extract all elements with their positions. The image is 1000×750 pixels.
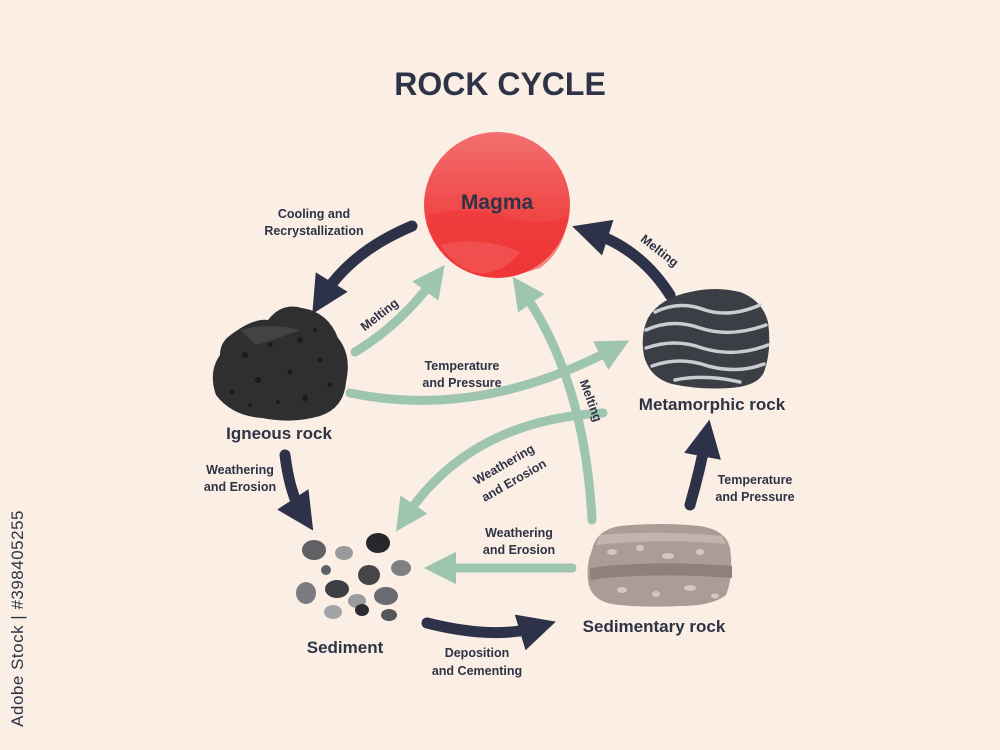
temp-pressure-sed-line2: and Pressure xyxy=(715,490,794,504)
light-arrows xyxy=(345,265,630,585)
page-title: ROCK CYCLE xyxy=(394,66,606,102)
arrow-sedimentary-to-metamorphic xyxy=(684,419,721,511)
arrow-metamorphic-to-magma xyxy=(572,219,676,301)
temp-pressure-sed-line1: Temperature xyxy=(718,473,793,487)
temp-pressure-igneous-line2: and Pressure xyxy=(422,376,501,390)
sediment-pebbles xyxy=(296,533,411,621)
sedimentary-layer-1 xyxy=(590,563,732,580)
stock-watermark: Adobe Stock | #398405255 xyxy=(8,510,27,727)
magma-node: Magma xyxy=(424,132,570,278)
deposition-line1: Deposition xyxy=(445,646,510,660)
weathering-sed-line1: Weathering xyxy=(485,526,553,540)
igneous-rock-image xyxy=(212,306,348,421)
arrow-sedimentary-to-magma xyxy=(512,276,597,525)
arrow-sediment-to-sedimentary xyxy=(421,614,556,651)
sediment-node: Sediment xyxy=(296,533,411,657)
arrow-magma-to-igneous xyxy=(312,220,418,314)
magma-shade-2 xyxy=(440,241,520,274)
igneous-rock-node: Igneous rock xyxy=(212,306,348,443)
igneous-rock-highlight xyxy=(240,326,300,345)
weathering-sed-line2: and Erosion xyxy=(483,543,555,557)
igneous-rock-label: Igneous rock xyxy=(226,424,332,443)
metamorphic-rock-image xyxy=(642,289,770,389)
metamorphic-rock-label: Metamorphic rock xyxy=(639,395,786,414)
weathering-igneous-line2: and Erosion xyxy=(204,480,276,494)
metamorphic-bands xyxy=(644,303,770,384)
sedimentary-layer-2 xyxy=(596,532,726,545)
sediment-label: Sediment xyxy=(307,638,384,657)
arrow-igneous-to-metamorphic xyxy=(345,340,630,405)
deposition-line2: and Cementing xyxy=(432,664,522,678)
sedimentary-rock-node: Sedimentary rock xyxy=(583,524,732,636)
metamorphic-rock-node: Metamorphic rock xyxy=(639,289,786,414)
weathering-igneous-line1: Weathering xyxy=(206,463,274,477)
dark-arrows xyxy=(277,219,721,651)
igneous-rock-pores xyxy=(229,328,333,407)
sedimentary-rock-label: Sedimentary rock xyxy=(583,617,726,636)
sedimentary-grains xyxy=(607,545,719,599)
arrow-igneous-to-magma xyxy=(350,265,445,357)
cooling-label-line1: Cooling and xyxy=(278,207,350,221)
temp-pressure-igneous-line1: Temperature xyxy=(425,359,500,373)
magma-label: Magma xyxy=(461,191,534,214)
cooling-label-line2: Recrystallization xyxy=(264,224,363,238)
arrow-metamorphic-to-sediment xyxy=(396,408,608,532)
arrow-igneous-to-sediment xyxy=(277,449,314,531)
